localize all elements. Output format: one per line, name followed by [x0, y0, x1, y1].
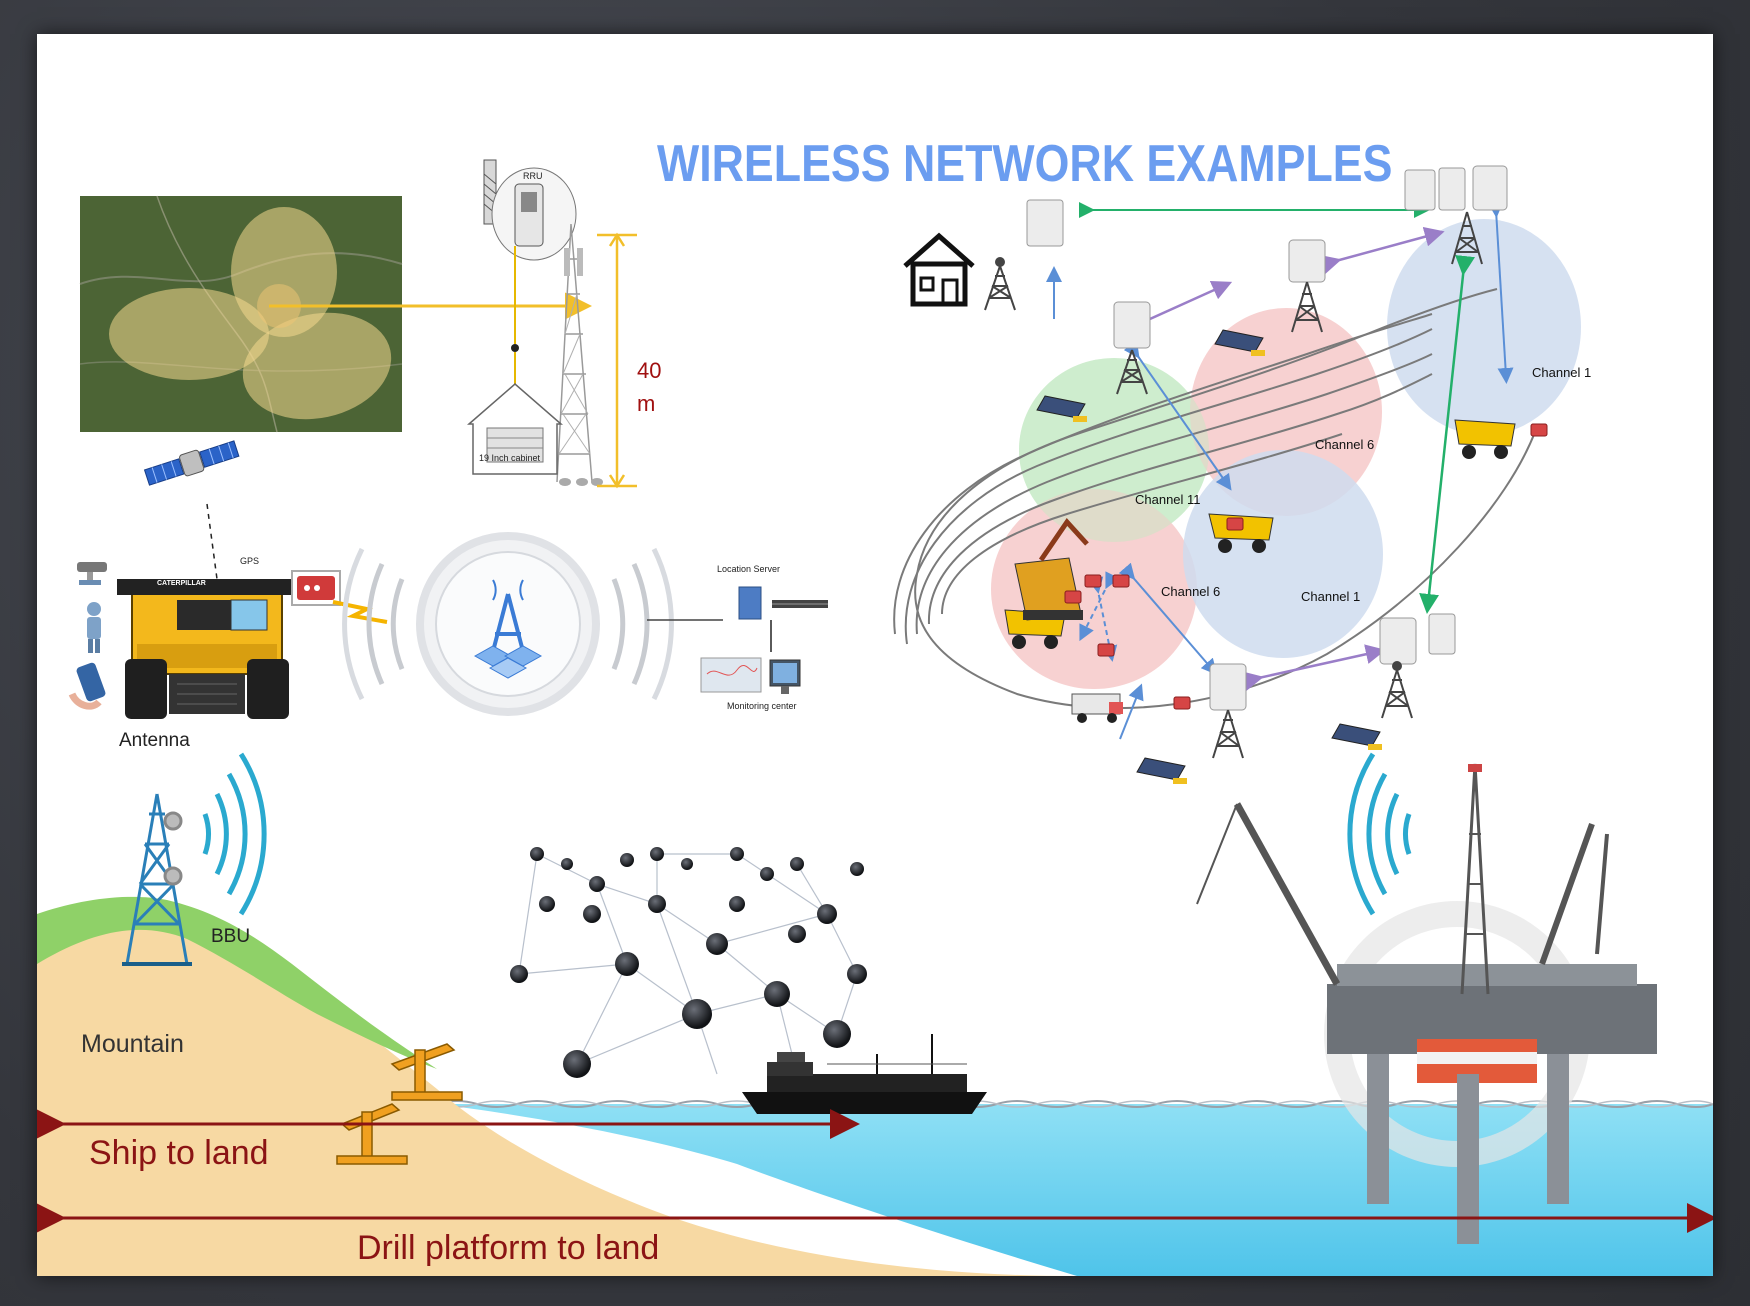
gps-label: GPS: [240, 556, 260, 566]
radio-tower-icon: [984, 257, 1016, 311]
cabinet-label: 19 Inch cabinet: [479, 453, 541, 463]
tower-height-label: 40 m: [637, 358, 662, 416]
access-point-icon: [1113, 301, 1151, 349]
mining-truck: [117, 579, 297, 719]
solar-panel-icon: [1214, 329, 1265, 356]
channel-label: Channel 6: [1161, 584, 1221, 599]
wireless-hub-icon: [342, 532, 723, 716]
mountain: [37, 896, 1077, 1276]
channel-label: Channel 1: [1301, 589, 1361, 604]
diagram-canvas: [37, 159, 1713, 1276]
radio-tower-icon: [1451, 211, 1483, 265]
monitoring-center-icon: [700, 657, 801, 694]
oil-rig-icon: [1196, 763, 1657, 1244]
satellite-map: [79, 195, 592, 433]
solar-panel-icon: [1036, 395, 1087, 422]
service-truck-icon: [1071, 693, 1123, 723]
location-server-icon: [738, 586, 828, 652]
slide-title: WIRELESS NETWORK EXAMPLES: [657, 135, 1393, 193]
access-point-icon: [1209, 663, 1247, 711]
radio-tower-icon: [1212, 709, 1244, 759]
person-icon: [87, 602, 101, 653]
drill-platform-to-land-label: Drill platform to land: [357, 1229, 660, 1267]
tracker-device-icon: [1064, 423, 1548, 710]
access-point-icon: [1026, 199, 1064, 247]
slide: WIRELESS NETWORK EXAMPLES: [37, 34, 1713, 1276]
signal-waves-right-icon: [1347, 752, 1412, 916]
house-icon: [903, 232, 975, 307]
signal-waves-left-icon: [202, 752, 267, 916]
antenna-label: Antenna: [119, 730, 190, 751]
ship-to-land-label: Ship to land: [89, 1134, 269, 1172]
channel-label: Channel 1: [1532, 365, 1592, 380]
rru-label: RRU: [523, 171, 543, 181]
surveillance-camera-icon: [77, 562, 107, 585]
bbu-label: BBU: [211, 926, 251, 947]
solar-panel-icon: [1331, 723, 1382, 750]
network-mesh-image: [510, 842, 867, 1078]
solar-panel-icon: [1136, 757, 1187, 784]
access-point-icon: [1288, 239, 1326, 283]
truck-brand-label: CATERPILLAR: [157, 580, 206, 587]
monitoring-center-label: Monitoring center: [727, 701, 797, 711]
mobile-phone-icon: [68, 662, 106, 710]
satellite-icon: [143, 440, 240, 580]
location-server-label: Location Server: [717, 564, 781, 574]
dump-truck-icon: [1454, 419, 1516, 459]
channel-label: Channel 11: [1135, 492, 1201, 507]
radio-tower-icon: [1116, 349, 1148, 395]
tower-rru-diagram: [466, 159, 637, 489]
radio-tower-icon: [1291, 281, 1323, 333]
access-point-icon: [1404, 165, 1508, 211]
antenna-tower-icon: [122, 793, 192, 966]
channel-label: Channel 6: [1315, 437, 1375, 452]
mountain-label: Mountain: [81, 1030, 184, 1058]
access-point-icon: [1379, 613, 1456, 665]
mine-network-diagram: [893, 201, 1581, 740]
excavator-icon: [1014, 517, 1089, 621]
radio-tower-icon: [1381, 661, 1413, 719]
tanker-ship-icon: [742, 1034, 987, 1114]
